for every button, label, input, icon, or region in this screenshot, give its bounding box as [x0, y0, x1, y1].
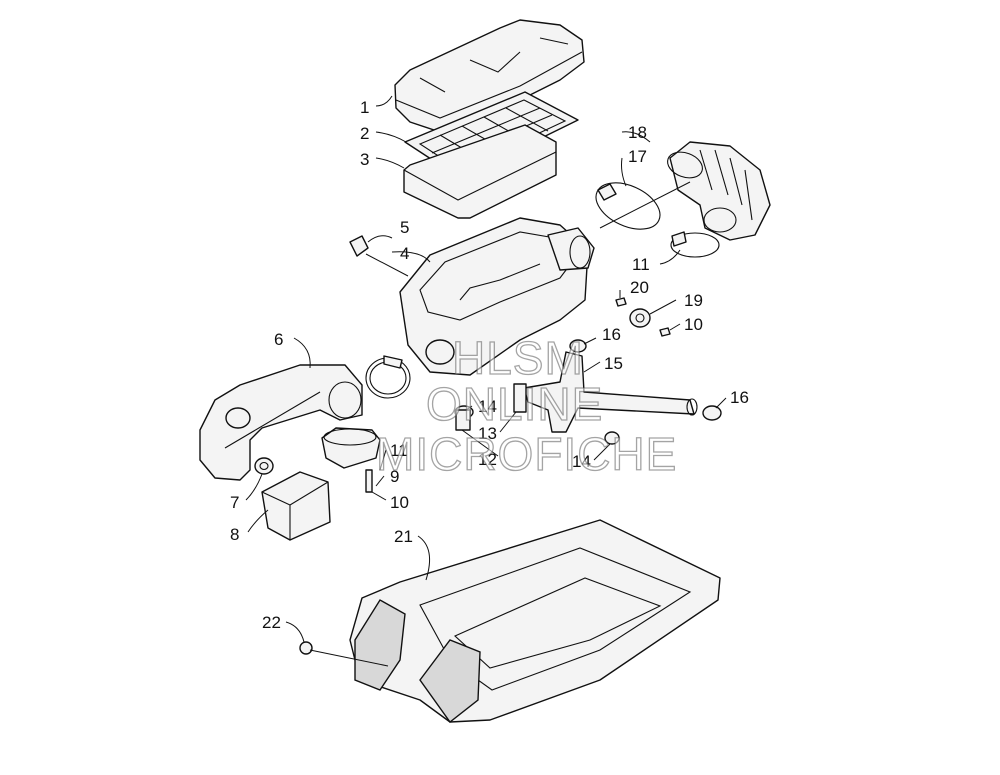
- part-1-cover: [394, 19, 585, 133]
- part-17-band-clamp: [595, 182, 661, 230]
- callout-7: 7: [230, 493, 239, 512]
- callout-17: 17: [628, 147, 647, 166]
- callout-12: 12: [478, 450, 497, 469]
- callout-16-upper: 16: [602, 325, 621, 344]
- part-10-screw-right: [659, 327, 671, 337]
- leader-lines: [245, 95, 727, 667]
- callout-11-lower: 11: [390, 441, 408, 460]
- callout-4: 4: [400, 244, 409, 263]
- part-8-foam-block: [261, 471, 331, 541]
- part-18-intake-boot: [667, 141, 771, 241]
- part-13-fitting: [513, 383, 527, 413]
- callout-22: 22: [262, 613, 281, 632]
- callout-14-right: 14: [572, 452, 591, 471]
- part-16-clamp-right: [702, 405, 722, 421]
- callout-15: 15: [604, 354, 623, 373]
- callout-1: 1: [360, 98, 369, 117]
- callout-2: 2: [360, 124, 369, 143]
- callout-18: 18: [628, 123, 647, 142]
- part-11-clamp-right: [670, 231, 720, 258]
- callout-19: 19: [684, 291, 703, 310]
- watermark: HLSM ONLINE MICROFICHE: [375, 331, 677, 480]
- part-16-clamp-top: [569, 339, 587, 353]
- watermark-line-3: MICROFICHE: [376, 428, 677, 480]
- callout-10-lower: 10: [390, 493, 409, 512]
- watermark-line-1: HLSM: [452, 332, 584, 384]
- callout-10-upper: 10: [684, 315, 703, 334]
- part-22-fastener: [299, 641, 313, 655]
- callout-9: 9: [390, 467, 399, 486]
- watermark-line-2: ONLINE: [426, 378, 603, 430]
- callout-3: 3: [360, 150, 369, 169]
- callout-21: 21: [394, 527, 413, 546]
- callout-14-left: 14: [478, 397, 497, 416]
- part-9-adapter: [321, 427, 381, 469]
- part-7-grommet: [254, 457, 274, 475]
- part-12-fitting: [455, 409, 471, 431]
- part-3-filter-element: [403, 124, 557, 219]
- callout-20: 20: [630, 278, 649, 297]
- part-4-air-box: [399, 217, 595, 376]
- callout-8: 8: [230, 525, 239, 544]
- callout-16-right: 16: [730, 388, 749, 407]
- part-20-screw: [615, 297, 627, 307]
- callout-6: 6: [274, 330, 283, 349]
- part-11-clamp-left: [365, 355, 411, 399]
- part-6-intake-duct: [199, 364, 363, 481]
- part-21-silencer-base: [349, 519, 721, 724]
- part-10-screw-left: [365, 469, 373, 493]
- callout-13: 13: [478, 424, 497, 443]
- callout-5: 5: [400, 218, 409, 237]
- part-19-fitting: [629, 308, 651, 328]
- callout-labels: 1 2 3 5 4 6 7 8 11 9 10 18 17 11 20 19 1…: [230, 98, 749, 632]
- callout-11-upper: 11: [632, 255, 650, 274]
- part-14-cap-right: [604, 431, 620, 445]
- part-5-clip: [349, 235, 369, 257]
